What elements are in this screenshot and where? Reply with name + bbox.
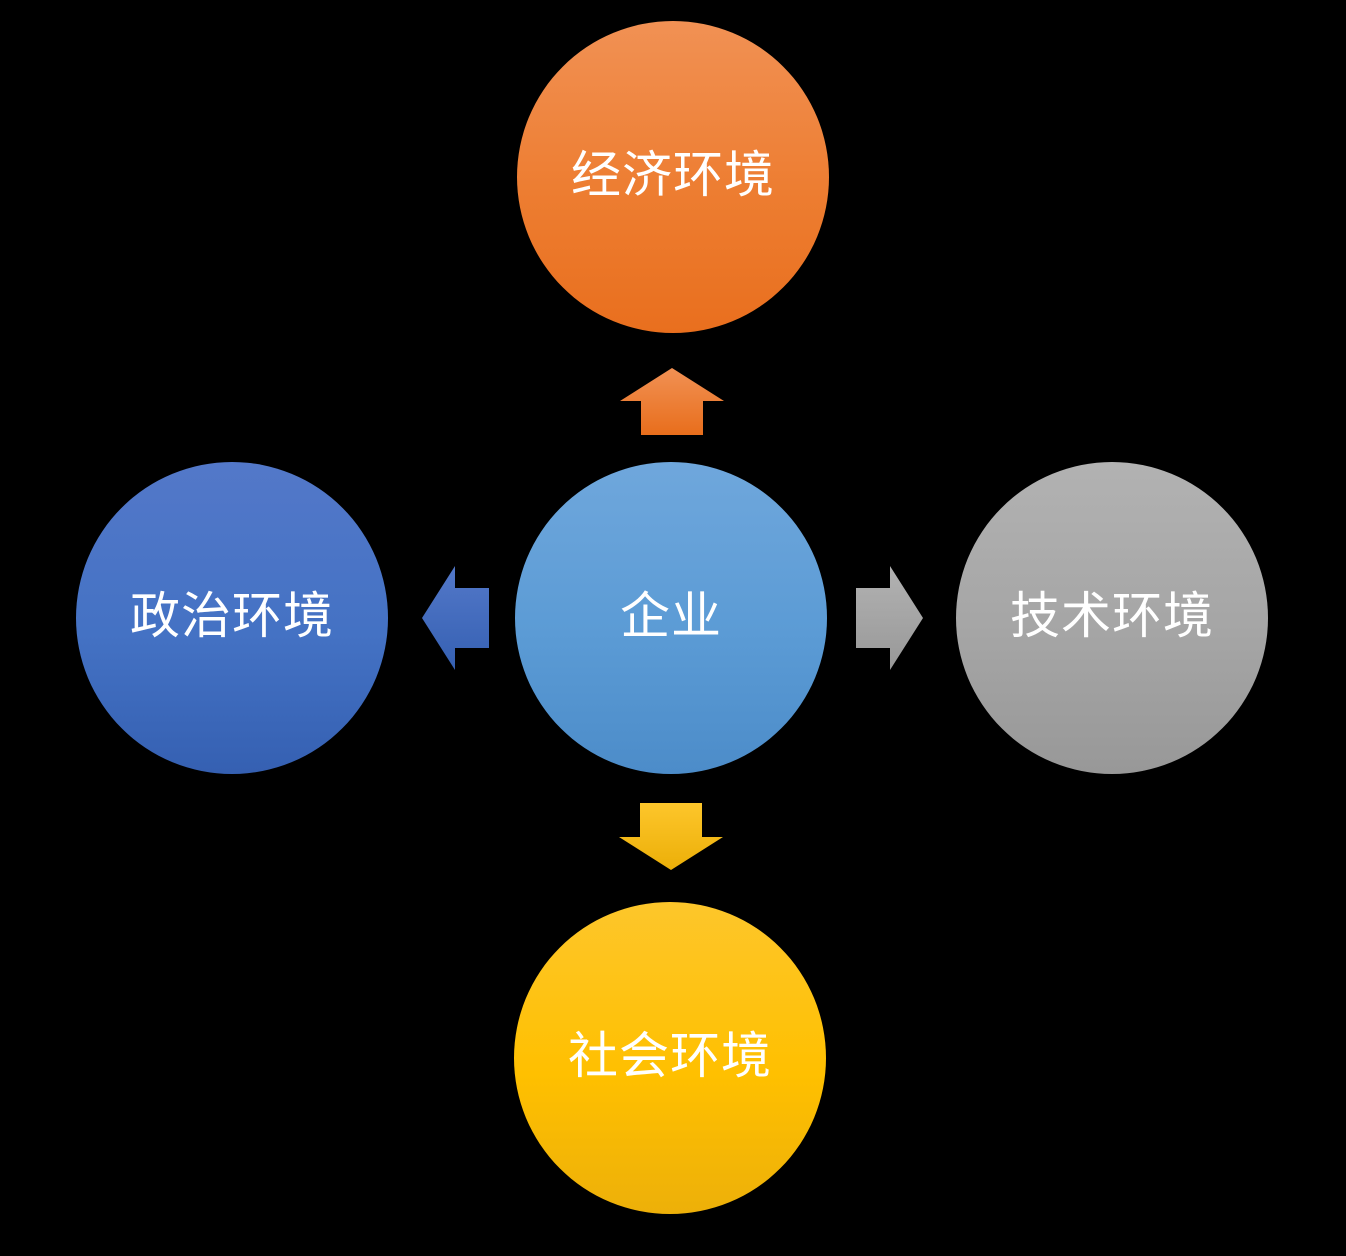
node-social-environment-label: 社会环境: [568, 1028, 772, 1084]
node-technical-environment: 技术环境: [956, 462, 1268, 774]
arrow-left-icon: [422, 566, 489, 670]
arrow-up-icon: [620, 368, 724, 435]
node-social-environment: 社会环境: [514, 902, 826, 1214]
arrow-right-icon: [856, 566, 923, 670]
node-enterprise: 企业: [515, 462, 827, 774]
node-technical-environment-label: 技术环境: [1010, 588, 1214, 644]
node-enterprise-label: 企业: [620, 588, 722, 644]
arrow-down-icon: [619, 803, 723, 870]
node-political-environment: 政治环境: [76, 462, 388, 774]
node-economic-environment: 经济环境: [517, 21, 829, 333]
node-political-environment-label: 政治环境: [130, 588, 334, 644]
node-economic-environment-label: 经济环境: [571, 147, 775, 203]
